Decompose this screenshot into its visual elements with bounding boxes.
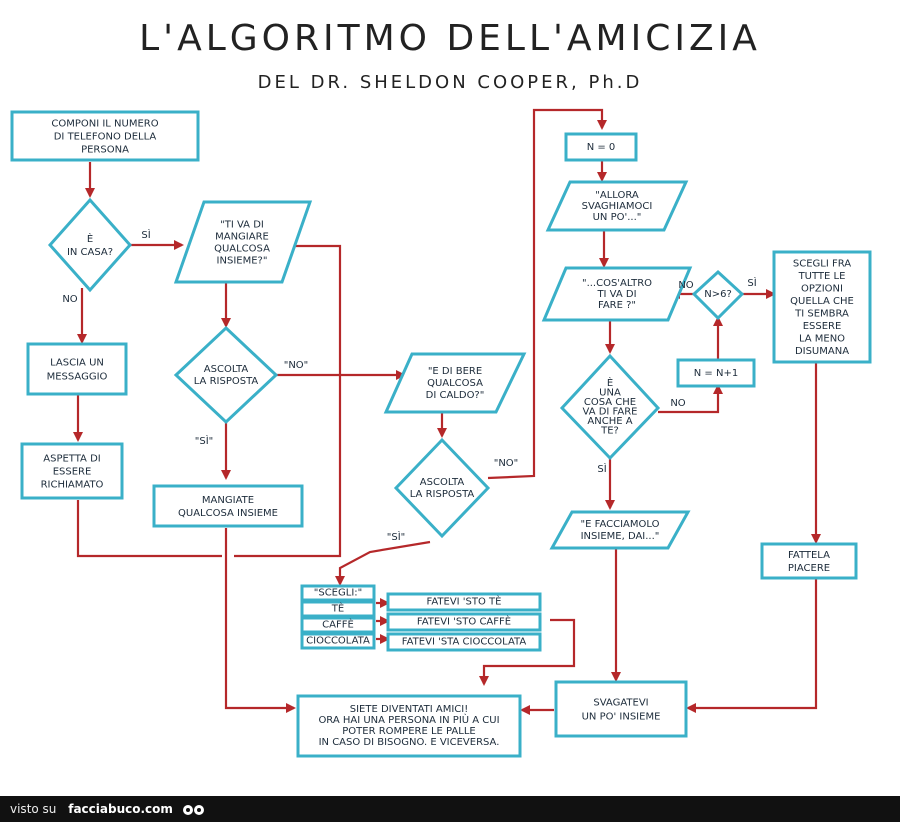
label-no-doboth: NO — [670, 398, 685, 409]
box-coffee — [300, 616, 376, 634]
footer-prefix: visto su — [10, 802, 57, 816]
diagram-title: L'ALGORITMO DELL'AMICIZIA — [139, 18, 761, 59]
node-text-ng6: N>6? — [704, 289, 732, 300]
node-text-n0: N = 0 — [587, 142, 616, 153]
box-coffee-do — [386, 612, 542, 632]
label-si-doboth: SÌ — [597, 462, 606, 475]
diagram-subtitle: DEL DR. SHELDON COOPER, Ph.D — [257, 72, 643, 93]
line-loop-back-eat — [234, 241, 342, 558]
diamond-listen2 — [393, 437, 491, 539]
node-text-tea-do: FATEVI 'STO TÈ — [427, 595, 502, 608]
box-msg — [26, 342, 128, 396]
box-choc — [300, 632, 376, 650]
para-drink — [383, 352, 527, 414]
para-eat — [173, 200, 313, 284]
node-text-friends: SIETE DIVENTATI AMICI!ORA HAI UNA PERSON… — [318, 704, 499, 748]
box-choc-do — [386, 632, 542, 652]
box-eatt — [152, 484, 304, 528]
label-si-home: SÌ — [141, 228, 150, 241]
diamond-listen1 — [173, 325, 279, 425]
arrow-listen2-choose — [335, 540, 431, 586]
box-tea-do — [386, 592, 542, 612]
arrow-eatt-friends — [224, 528, 296, 713]
diamond-ng6 — [691, 269, 745, 321]
box-n0 — [564, 132, 638, 162]
line-wait-merge — [76, 500, 222, 558]
node-text-choose: "SCEGLI:" — [314, 588, 363, 599]
node-text-coffee: CAFFÈ — [322, 618, 354, 631]
box-pick — [772, 250, 872, 364]
box-tea — [300, 600, 376, 618]
box-call — [10, 110, 200, 162]
diamond-home — [47, 197, 133, 293]
box-have — [554, 680, 688, 738]
node-text-inc: N = N+1 — [694, 368, 738, 379]
line-listen2-up — [487, 108, 607, 480]
para-else — [541, 266, 693, 322]
label-no-listen2: "NO" — [494, 458, 519, 469]
label-no-home: NO — [62, 294, 77, 305]
label-no-listen1: "NO" — [284, 360, 309, 371]
footer-bar: visto su facciabuco.com — [0, 796, 900, 822]
eyes-icon — [182, 796, 205, 822]
label-si-ng6: SÌ — [747, 276, 756, 289]
connectors — [73, 108, 821, 715]
para-letsdo — [549, 510, 691, 550]
arrow-doboth-inc — [658, 384, 723, 414]
diamond-doboth — [559, 353, 661, 461]
label-si-listen2: "SÌ" — [387, 530, 406, 543]
line-drinks-merge — [479, 618, 576, 686]
box-wait — [20, 442, 124, 500]
edge-labels: SÌ NO "NO" "SÌ" "NO" "SÌ" NO SÌ NO SÌ — [62, 228, 756, 543]
label-no-ng6: NO — [678, 280, 693, 291]
node-text-choc-do: FATEVI 'STA CIOCCOLATA — [402, 637, 527, 648]
node-text-choc: CIOCCOLATA — [306, 636, 370, 647]
box-inc — [676, 358, 756, 388]
box-choose — [300, 584, 376, 602]
footer-site-link[interactable]: facciabuco.com — [68, 802, 173, 816]
box-friends — [296, 694, 522, 758]
box-like — [760, 542, 858, 580]
label-si-listen1: "SÌ" — [195, 434, 214, 447]
node-text-tea: TÈ — [331, 602, 344, 615]
para-svago — [545, 180, 689, 232]
arrow-like-have — [686, 578, 818, 713]
node-text-coffee-do: FATEVI 'STO CAFFÈ — [417, 615, 511, 628]
